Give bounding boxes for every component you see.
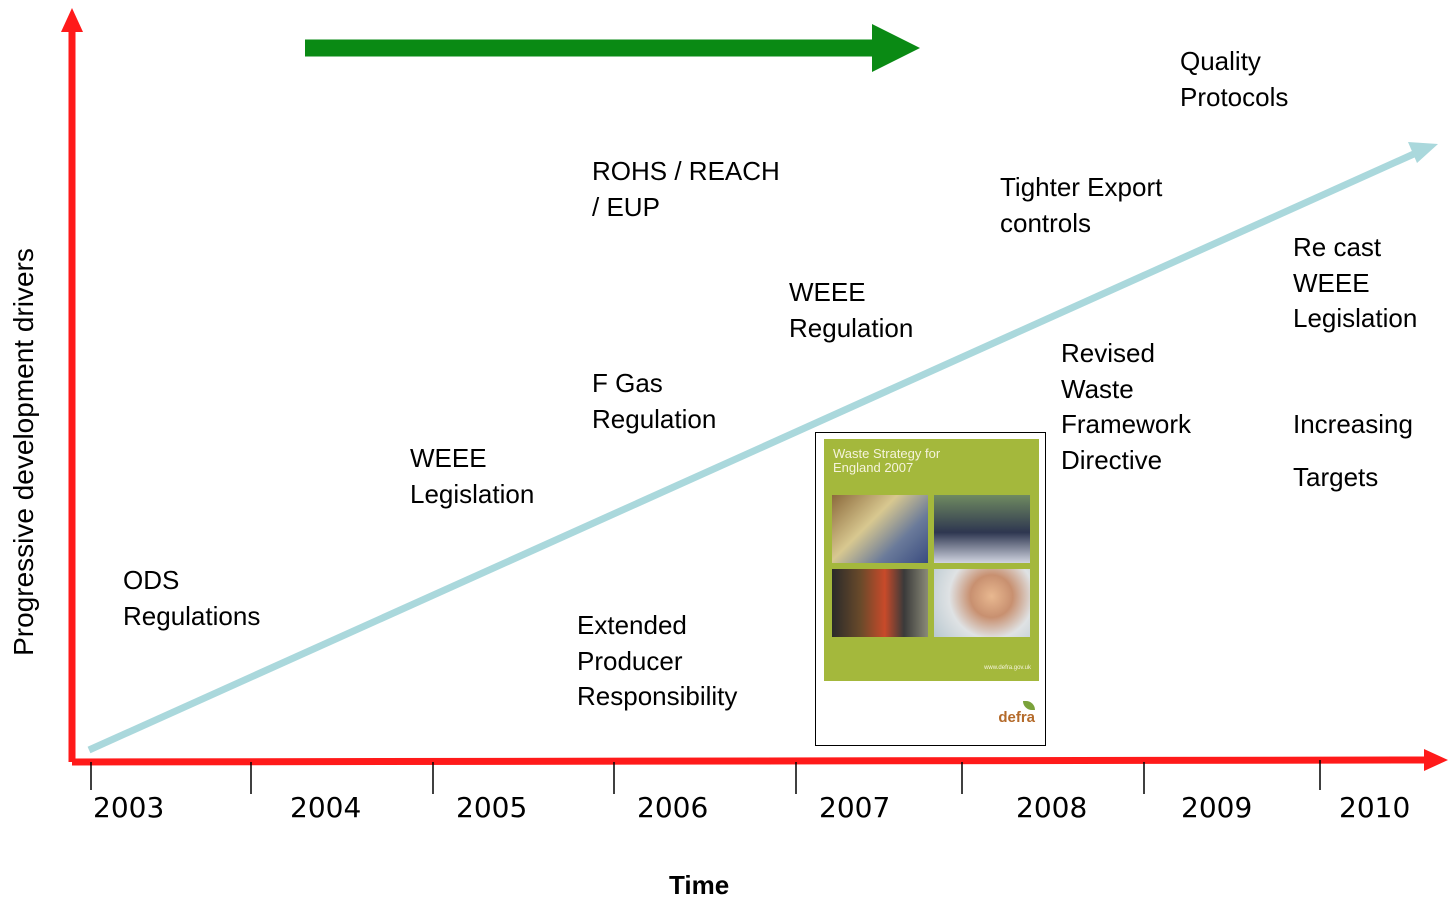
cover-photo-food	[832, 495, 928, 563]
driver-weee-regulation: WEEE Regulation	[789, 277, 914, 343]
x-axis-label: Time	[669, 870, 730, 900]
defra-leaf-icon	[1023, 701, 1035, 710]
driver-increasing: Increasing	[1293, 409, 1413, 439]
driver-revised-waste-framework-directive: Revised Waste Framework Directive	[1061, 338, 1192, 475]
y-axis-arrowhead	[61, 8, 83, 32]
driver-ods: ODS Regulations	[123, 565, 261, 631]
year-2006: 2006	[637, 791, 709, 824]
year-ticks	[90, 760, 1321, 794]
year-2010: 2010	[1339, 791, 1411, 824]
defra-logo: defra	[998, 709, 1035, 726]
driver-targets: Targets	[1293, 462, 1379, 492]
year-2005: 2005	[456, 791, 528, 824]
trend-arrowhead	[1408, 142, 1438, 163]
year-2008: 2008	[1016, 791, 1088, 824]
driver-recast-weee-legislation: Re cast WEEE Legislation	[1293, 232, 1418, 333]
driver-weee-legislation: WEEE Legislation	[410, 443, 535, 509]
cover-photo-person	[934, 569, 1030, 637]
year-2007: 2007	[819, 791, 891, 824]
cover-photo-bins	[832, 569, 928, 637]
x-axis	[71, 756, 1427, 766]
year-2004: 2004	[290, 791, 362, 824]
waste-strategy-report-cover: Waste Strategy for England 2007 www.defr…	[815, 432, 1046, 746]
driver-tighter-export-controls: Tighter Export controls	[1000, 172, 1163, 238]
driver-rohs-reach-eup: ROHS / REACH / EUP	[592, 156, 780, 222]
cover-url: www.defra.gov.uk	[984, 665, 1031, 671]
cover-photo-group	[934, 495, 1030, 563]
cover-title: Waste Strategy for England 2007	[833, 446, 941, 475]
y-axis-label: Progressive development drivers	[8, 248, 39, 656]
trend-arrow-line	[87, 149, 1418, 754]
driver-extended-producer-responsibility: Extended Producer Responsibility	[577, 610, 738, 711]
year-2009: 2009	[1181, 791, 1253, 824]
x-axis-arrowhead	[1424, 749, 1448, 771]
driver-quality-protocols: Quality Protocols	[1180, 46, 1289, 112]
cover-green-panel: Waste Strategy for England 2007 www.defr…	[824, 439, 1039, 681]
driver-f-gas: F Gas Regulation	[592, 368, 717, 434]
progress-arrowhead	[872, 24, 920, 72]
year-2003: 2003	[93, 791, 165, 824]
